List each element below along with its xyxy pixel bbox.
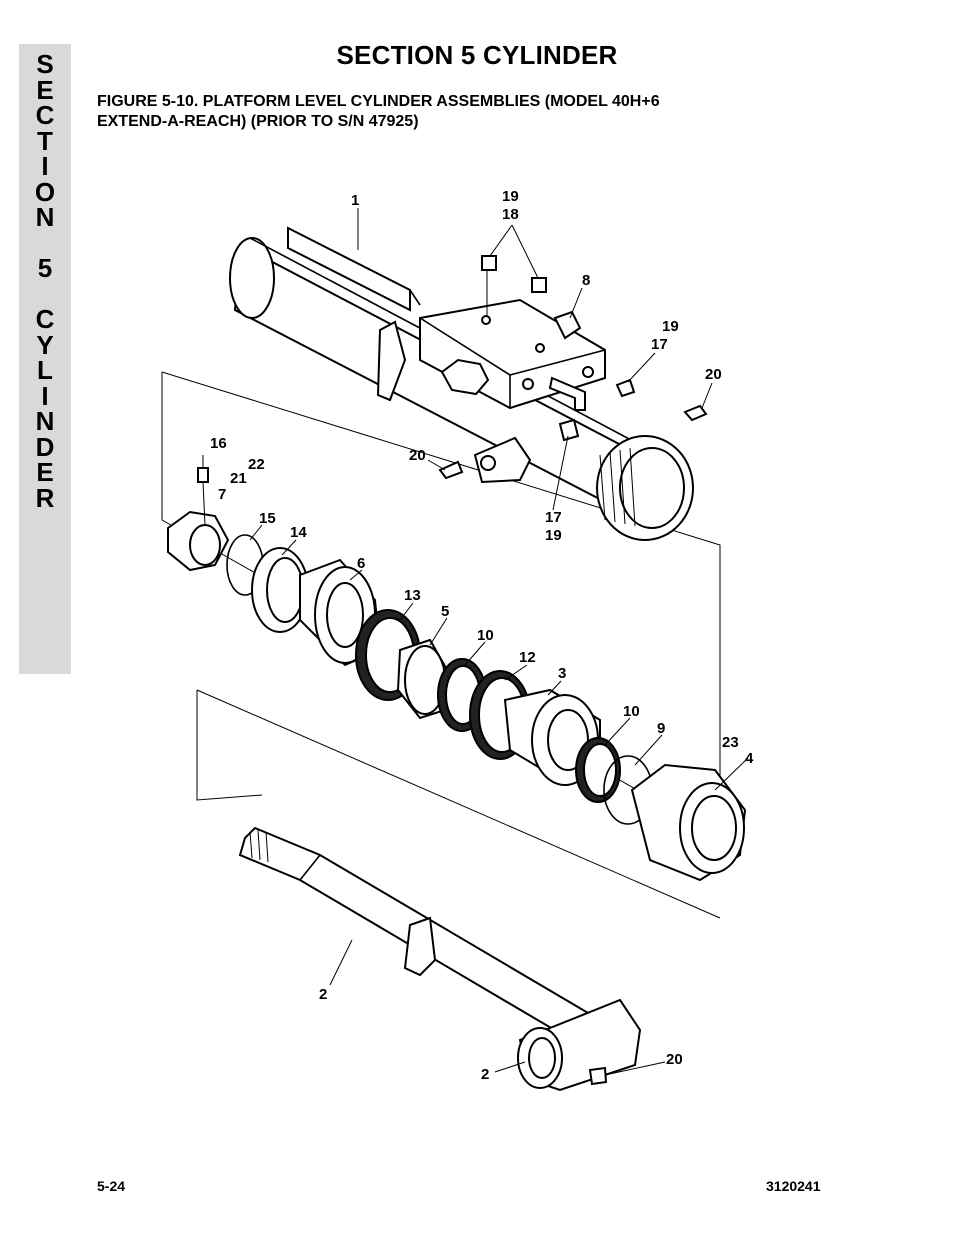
side-letter: I (41, 151, 49, 181)
callout-17: 17 (651, 336, 668, 353)
side-letter: E (36, 74, 54, 105)
page-number: 5-24 (97, 1178, 126, 1194)
side-letter: 5 (37, 253, 53, 283)
side-letter: I (41, 380, 49, 411)
callout-20: 20 (409, 447, 426, 464)
callout-10: 10 (477, 627, 494, 644)
callout-numbers: 1 19 18 8 19 17 20 16 22 21 7 20 15 14 1… (210, 188, 754, 1083)
callout-17: 17 (545, 509, 562, 526)
leader-lines (202, 208, 749, 1076)
callout-2: 2 (319, 986, 327, 1003)
callout-7: 7 (218, 486, 226, 503)
side-letter: D (35, 431, 55, 462)
figure-title-line-2: EXTEND-A-REACH) (PRIOR TO S/N 47925) (97, 113, 419, 130)
callout-23: 23 (722, 734, 739, 751)
figure-title-line-1: FIGURE 5-10. PLATFORM LEVEL CYLINDER ASS… (97, 93, 660, 110)
callout-6: 6 (357, 555, 365, 572)
side-letter: C (35, 304, 55, 334)
callout-19: 19 (502, 188, 519, 205)
side-letter: C (35, 100, 55, 130)
callout-10: 10 (623, 703, 640, 720)
grease-fittings-and-plugs (197, 255, 708, 483)
side-letter: O (34, 176, 56, 207)
callout-19: 19 (662, 318, 679, 335)
cylinder-rod-drawing (196, 689, 721, 1092)
side-tab-letters: S E C T I O N 5 C Y L I N D E R (19, 49, 71, 513)
callout-19: 19 (545, 527, 562, 544)
side-letter: N (35, 406, 55, 436)
callout-20: 20 (705, 366, 722, 383)
section-title: SECTION 5 CYLINDER (336, 40, 618, 70)
callout-3: 3 (558, 665, 566, 682)
side-letter: S (36, 49, 54, 79)
callout-21: 21 (230, 470, 247, 487)
callout-14: 14 (290, 524, 307, 541)
callout-20: 20 (666, 1051, 683, 1068)
callout-22: 22 (248, 456, 265, 473)
side-letter: T (37, 125, 53, 156)
callout-1: 1 (351, 192, 359, 209)
cylinder-barrel-drawing (161, 226, 721, 831)
piston-seal-stack-drawing (167, 510, 747, 882)
side-letter: E (36, 457, 54, 487)
callout-18: 18 (502, 206, 519, 223)
callout-8: 8 (582, 272, 590, 289)
side-letter: Y (36, 329, 54, 360)
side-letter: N (35, 202, 55, 232)
callout-13: 13 (404, 587, 421, 604)
side-letter: L (37, 355, 53, 385)
section-side-tab: S E C T I O N 5 C Y L I N D E R (19, 44, 71, 674)
document-number: 3120241 (766, 1178, 821, 1194)
callout-2: 2 (481, 1066, 489, 1083)
figure-title: FIGURE 5-10. PLATFORM LEVEL CYLINDER ASS… (97, 92, 817, 132)
callout-4: 4 (745, 750, 754, 767)
side-letter: R (35, 482, 55, 513)
callout-16: 16 (210, 435, 227, 452)
callout-15: 15 (259, 510, 276, 527)
callout-9: 9 (657, 720, 665, 737)
callout-12: 12 (519, 649, 536, 666)
callout-5: 5 (441, 603, 449, 620)
